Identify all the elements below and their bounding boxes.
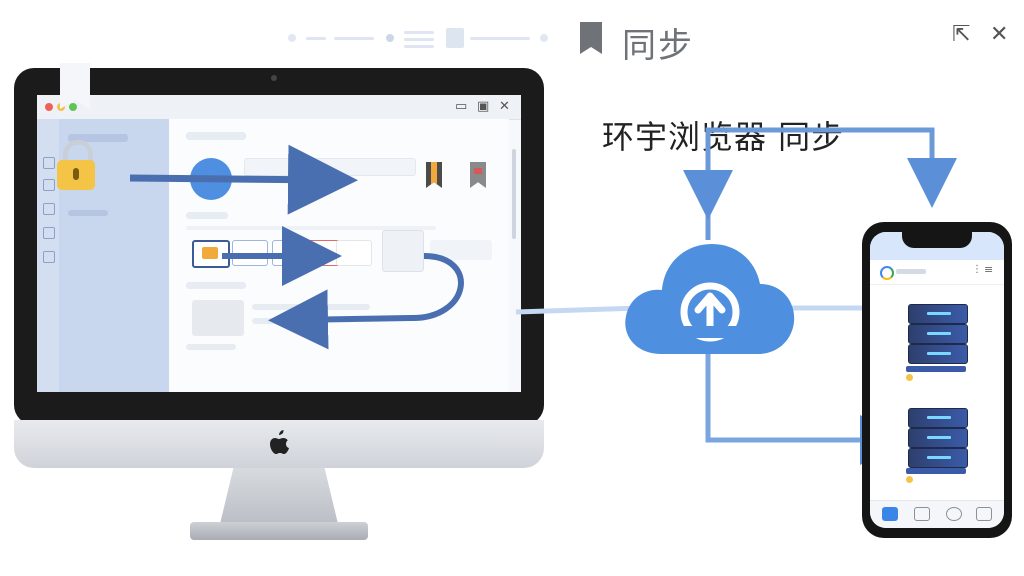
headline: 环宇浏览器 同步 [602, 118, 845, 156]
section-heading [186, 282, 246, 289]
bookmark-gray-icon [470, 162, 486, 188]
sync-arrow [268, 253, 464, 350]
decor-line [446, 28, 464, 48]
decor-line [334, 37, 374, 40]
decor-dot [386, 34, 394, 42]
close-dot-icon[interactable] [45, 103, 53, 111]
zoom-dot-icon[interactable] [69, 103, 77, 111]
favorite-card[interactable] [192, 240, 230, 268]
rail-icon[interactable] [43, 203, 55, 215]
history-card[interactable] [430, 240, 492, 260]
decor-line [404, 31, 434, 34]
thumbnail[interactable] [192, 300, 244, 336]
imac-foot [190, 522, 368, 540]
url-text [896, 269, 926, 274]
menu-icon[interactable]: ≡ [984, 263, 994, 276]
close-icon[interactable]: ✕ [499, 99, 510, 114]
nav-home-icon[interactable] [882, 507, 898, 521]
connector-line [515, 305, 641, 315]
close-button[interactable]: ✕ [990, 22, 1009, 47]
decor-dot [540, 34, 548, 42]
rail-icon[interactable] [43, 251, 55, 263]
google-icon [880, 266, 894, 280]
browser-titlebar: ▭ ▣ ✕ [37, 95, 521, 120]
restore-button[interactable]: ⇱ [952, 22, 971, 47]
nav-tabs-icon[interactable] [914, 507, 930, 521]
decor-line [306, 37, 326, 40]
sidebar-heading [68, 134, 128, 142]
minimize-icon[interactable]: ▭ [455, 99, 468, 114]
page-title: 同步 [622, 26, 694, 66]
lock-keyhole [73, 168, 79, 180]
phone-screen: ⋮ ≡ [870, 232, 1004, 528]
maximize-icon[interactable]: ▣ [477, 99, 490, 114]
rail-icon[interactable] [43, 227, 55, 239]
bookmark-dark-icon [426, 162, 442, 188]
camera [271, 75, 277, 81]
more-icon[interactable]: ⋮ [972, 264, 982, 275]
cloud-upload-icon [625, 244, 795, 354]
decor-line [404, 45, 434, 48]
scrollbar[interactable] [512, 149, 516, 239]
tab-title[interactable] [186, 132, 246, 140]
apple-logo-icon [268, 430, 290, 462]
phone-bottom-nav [870, 500, 1004, 528]
rail-icon[interactable] [43, 179, 55, 191]
sync-loop-low [705, 350, 910, 465]
imac-stand [219, 468, 339, 528]
history-card[interactable] [382, 230, 424, 272]
sidebar-rail [37, 119, 59, 392]
lock-shackle [63, 140, 93, 169]
phone-notch [902, 230, 972, 248]
bookmark-icon [580, 22, 602, 54]
text-line [310, 304, 370, 310]
decor-line [470, 37, 530, 40]
favorite-card[interactable] [336, 240, 372, 266]
section-heading [186, 212, 228, 219]
nav-settings-icon[interactable] [976, 507, 992, 521]
sync-arrow [129, 144, 358, 215]
phone-address-bar[interactable]: ⋮ ≡ [870, 260, 1004, 285]
decor-line [404, 38, 434, 41]
rail-icon[interactable] [43, 157, 55, 169]
text-line [186, 344, 236, 350]
nav-profile-icon[interactable] [946, 507, 962, 521]
decor-dot [288, 34, 296, 42]
sidebar-item[interactable] [68, 210, 108, 216]
